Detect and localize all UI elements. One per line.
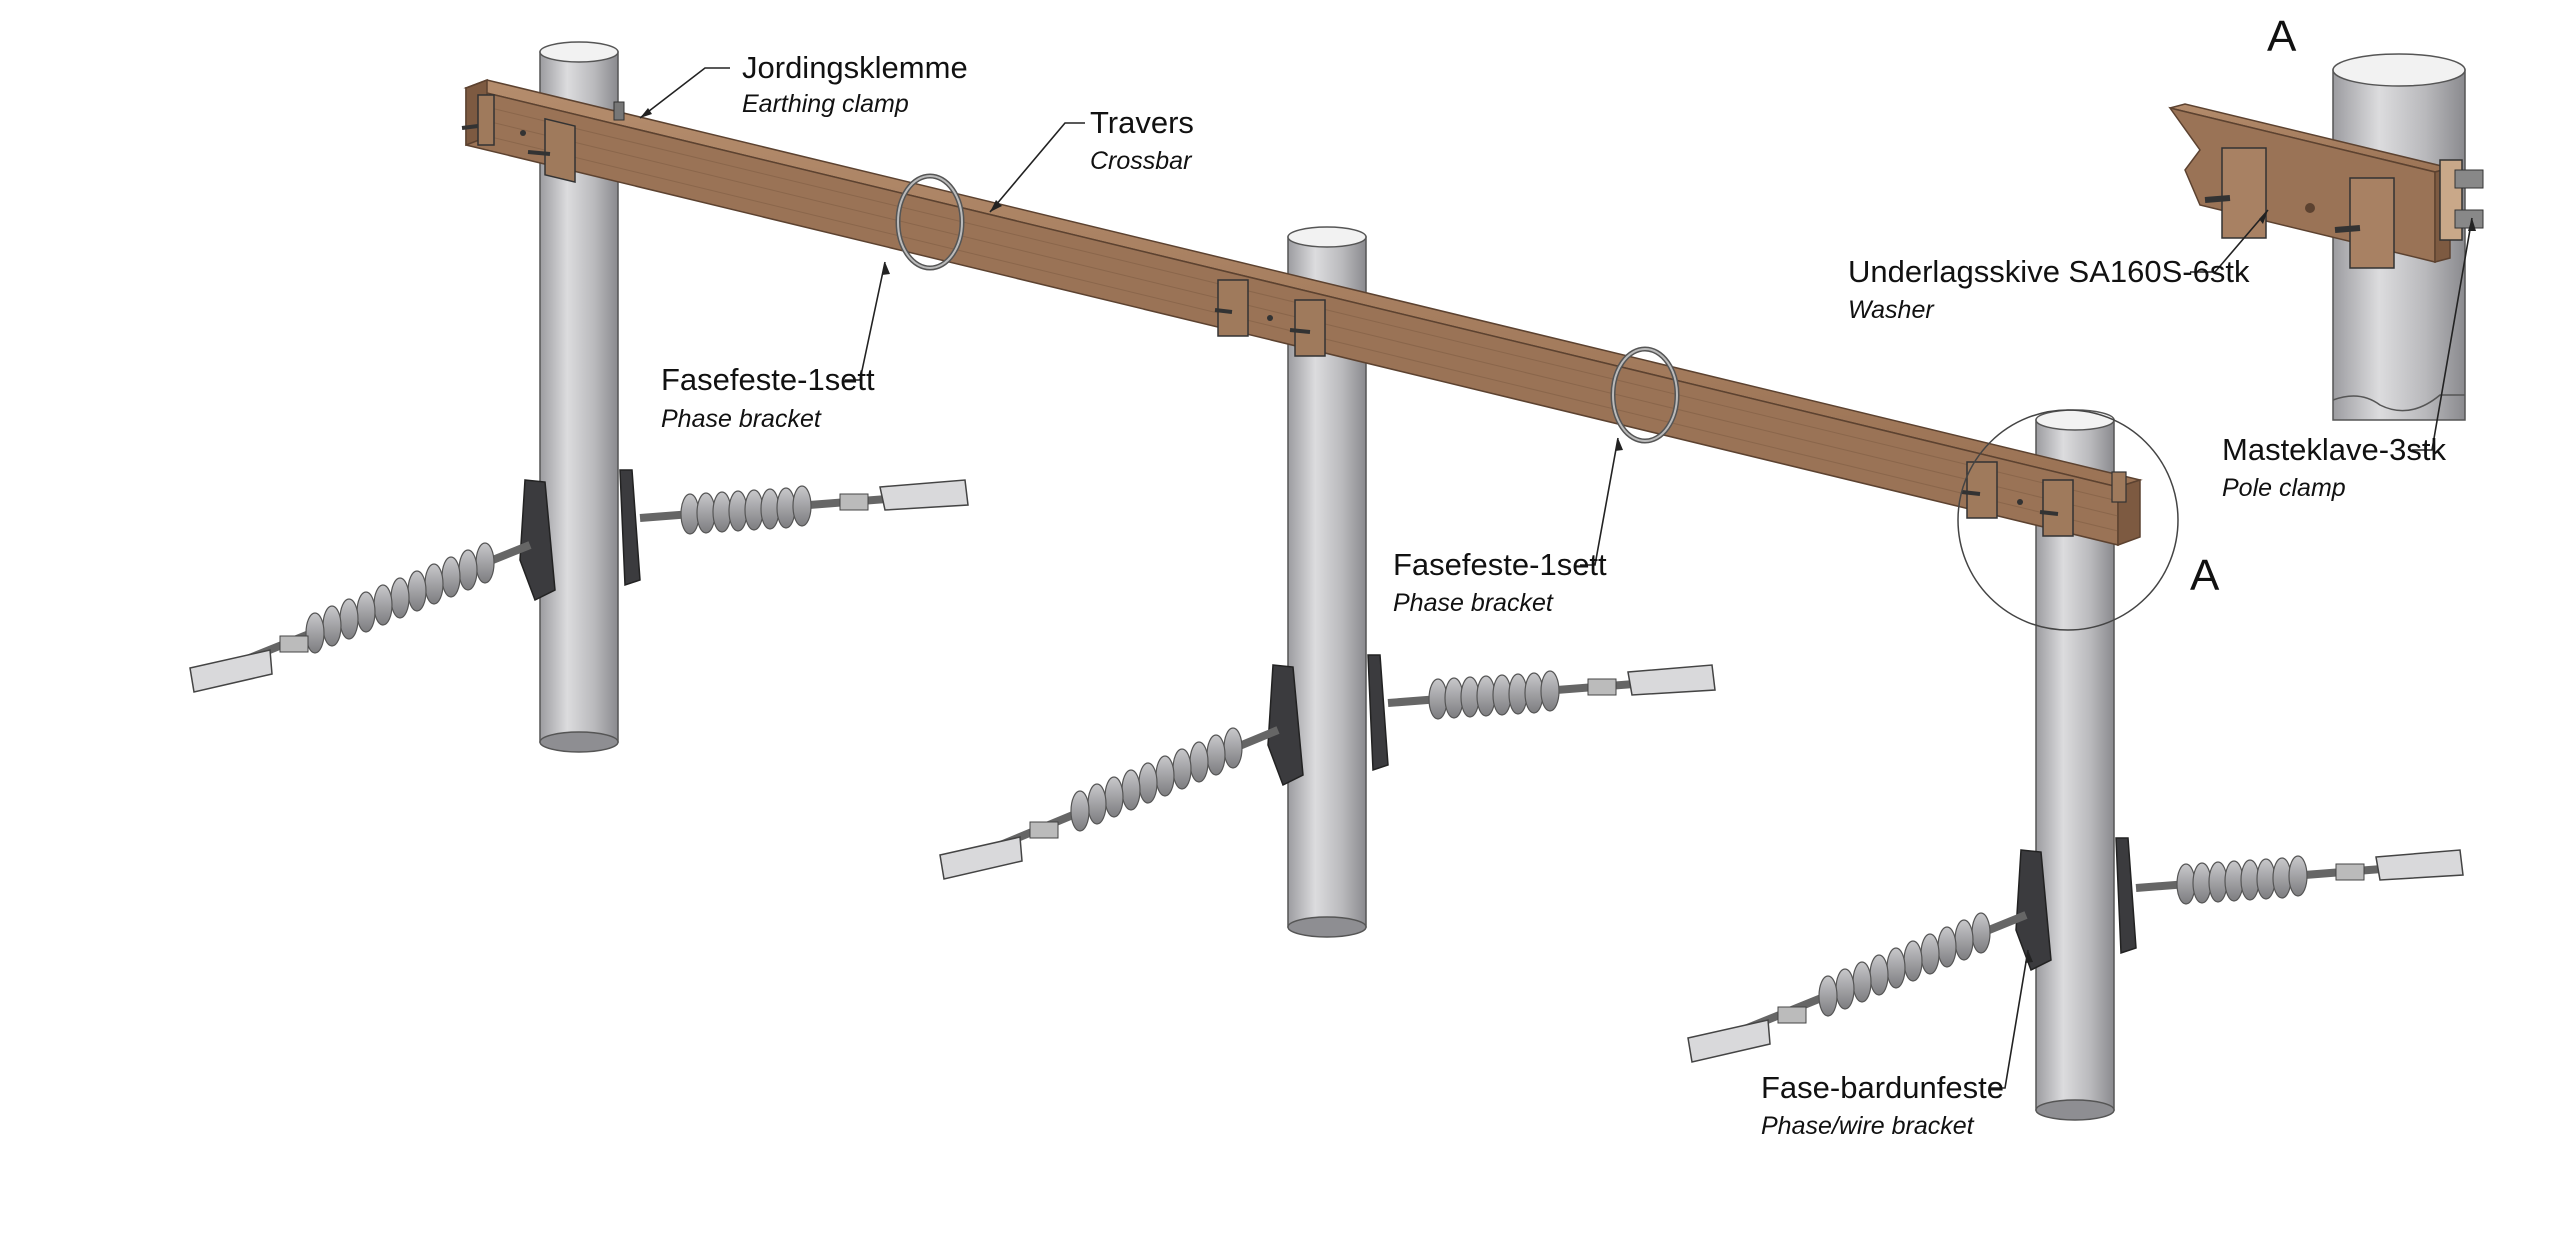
insulator-string-right-back bbox=[2135, 849, 2464, 905]
detail-a-callout-circle bbox=[1957, 409, 2179, 631]
pole-clamp-label: Masteklave-3stk bbox=[2222, 432, 2446, 467]
phase-wire-bracket-right bbox=[2015, 837, 2137, 972]
label-phase-wire-bracket: Fase-bardunfeste Phase/wire bracket bbox=[1761, 1070, 2004, 1140]
detail-view-label-callout: A bbox=[2190, 551, 2220, 600]
label-washer: Underlagsskive SA160S-6stk Washer bbox=[1848, 254, 2250, 324]
phase-wire-bracket-sublabel: Phase/wire bracket bbox=[1761, 1112, 1975, 1140]
phase-bracket-right-label: Fasefeste-1sett bbox=[1393, 547, 1607, 582]
phase-wire-bracket-middle bbox=[1267, 654, 1389, 787]
pole-clamp-sublabel: Pole clamp bbox=[2222, 474, 2346, 502]
phase-bracket-left-label: Fasefeste-1sett bbox=[661, 362, 875, 397]
insulator-string-middle-back bbox=[1387, 664, 1716, 720]
washer-sublabel: Washer bbox=[1848, 296, 1935, 324]
insulator-string-left-back bbox=[639, 479, 969, 535]
detail-a-view bbox=[2168, 53, 2484, 421]
earthing-clamp-label: Jordingsklemme bbox=[742, 50, 968, 85]
phase-wire-bracket-left bbox=[519, 469, 641, 602]
insulator-string-right-front bbox=[1687, 911, 2028, 1063]
crossbar bbox=[463, 78, 2143, 547]
label-pole-clamp: Masteklave-3stk Pole clamp bbox=[2222, 432, 2446, 502]
phase-bracket-right-sublabel: Phase bracket bbox=[1393, 589, 1554, 617]
phase-bracket-ring-left bbox=[895, 173, 965, 271]
label-crossbar: Travers Crossbar bbox=[1090, 105, 1194, 175]
crossbar-label: Travers bbox=[1090, 105, 1194, 140]
crossbar-sublabel: Crossbar bbox=[1090, 147, 1193, 175]
pole-clamp-middle bbox=[1214, 279, 1326, 357]
detail-view-label-top: A bbox=[2267, 12, 2297, 61]
label-phase-bracket-right: Fasefeste-1sett Phase bracket bbox=[1393, 547, 1607, 617]
label-earthing-clamp: Jordingsklemme Earthing clamp bbox=[742, 50, 968, 118]
phase-bracket-ring-right bbox=[1610, 346, 1680, 444]
earthing-clamp bbox=[613, 101, 625, 121]
earthing-clamp-sublabel: Earthing clamp bbox=[742, 90, 909, 118]
phase-wire-bracket-label: Fase-bardunfeste bbox=[1761, 1070, 2004, 1105]
phase-bracket-left-sublabel: Phase bracket bbox=[661, 405, 822, 433]
label-phase-bracket-left: Fasefeste-1sett Phase bracket bbox=[661, 362, 875, 433]
insulator-string-left-front bbox=[189, 541, 532, 693]
pole-clamp-right bbox=[1961, 461, 2127, 537]
pole-clamp-left bbox=[461, 94, 576, 183]
insulator-string-middle-front bbox=[939, 726, 1280, 880]
washer-label: Underlagsskive SA160S-6stk bbox=[1848, 254, 2250, 289]
